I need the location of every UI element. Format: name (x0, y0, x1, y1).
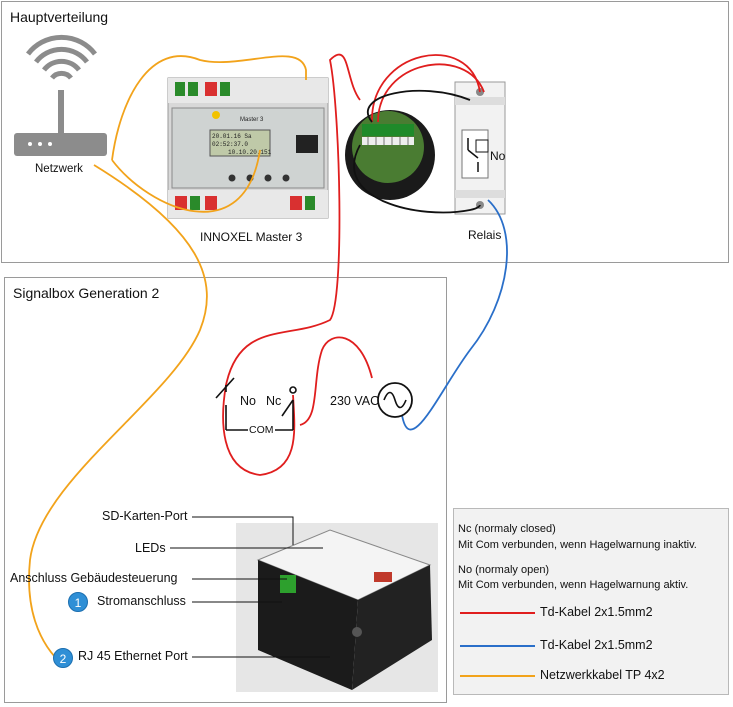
voltage-label: 230 VAC (330, 394, 380, 408)
legend-blue-label: Td-Kabel 2x1.5mm2 (540, 638, 653, 652)
blue-wire (401, 199, 508, 431)
legend-blue-line (460, 645, 535, 647)
legend-nc-title: Nc (normaly closed) (458, 523, 556, 535)
legend-red-line (460, 612, 535, 614)
network-label: Netzwerk (35, 163, 83, 175)
round-module (345, 110, 435, 200)
red-wire-main (222, 53, 361, 476)
relay-contact-label: No (490, 149, 506, 163)
leds-callout: LEDs (135, 541, 166, 555)
hauptverteilung-title: Hauptverteilung (10, 9, 109, 25)
power-callout: Stromanschluss (97, 594, 186, 608)
badge-2: 2 (53, 648, 73, 668)
master-screen-line2: 02:52:37.0 (212, 141, 248, 148)
building-control-callout: Anschluss Gebäudesteuerung (10, 571, 178, 585)
legend-red-label: Td-Kabel 2x1.5mm2 (540, 605, 653, 619)
switch-nc-label: Nc (266, 394, 282, 408)
red-wire-supply (299, 336, 373, 426)
signalbox-title: Signalbox Generation 2 (13, 285, 160, 301)
network-cable-top (111, 55, 307, 213)
relay-label: Relais (468, 228, 502, 242)
badge-1: 1 (68, 592, 88, 612)
router-icon (14, 34, 107, 156)
red-wire-a (371, 54, 481, 123)
ethernet-callout: RJ 45 Ethernet Port (78, 649, 188, 663)
network-cable (28, 164, 208, 658)
com-label: COM (248, 424, 275, 436)
master-screen-line1: 20.01.16 Sa (212, 133, 252, 140)
master-screen-line3: 10.10.20.151 (228, 149, 272, 156)
relay-device (454, 81, 506, 215)
legend-orange-line (460, 675, 535, 677)
black-wire (353, 144, 481, 214)
red-wire-b (377, 63, 485, 123)
innoxel-master-device (167, 77, 329, 219)
callout-lines (170, 516, 330, 658)
switch-no-label: No (240, 394, 256, 408)
master-brand: Master 3 (240, 117, 264, 123)
legend-orange-label: Netzwerkkabel TP 4x2 (540, 668, 665, 682)
black-wire-b (367, 89, 471, 123)
legend-no-desc: Mit Com verbunden, wenn Hagelwarnung akt… (458, 579, 689, 591)
switch-symbol (215, 377, 297, 431)
legend: Nc (normaly closed) Mit Com verbunden, w… (453, 508, 729, 695)
master-label: INNOXEL Master 3 (200, 230, 303, 244)
sd-port-callout: SD-Karten-Port (102, 509, 188, 523)
legend-nc-desc: Mit Com verbunden, wenn Hagelwarnung ina… (458, 539, 697, 551)
ac-source-symbol (377, 382, 413, 418)
legend-no-title: No (normaly open) (458, 564, 550, 576)
